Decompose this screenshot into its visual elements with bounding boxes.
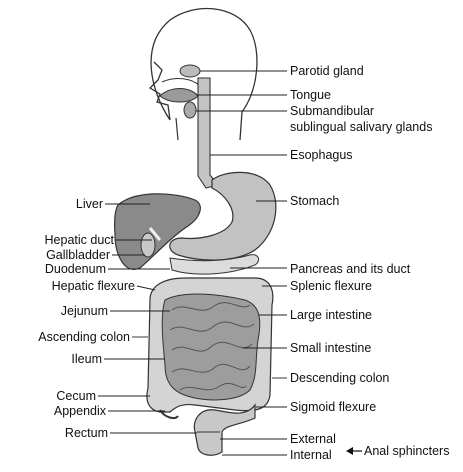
label-hepatic-duct: Hepatic duct <box>44 233 114 247</box>
label-parotid-gland: Parotid gland <box>290 64 364 78</box>
label-external: External <box>290 432 336 446</box>
label-esophagus: Esophagus <box>290 148 353 162</box>
mouth-cavity <box>161 78 201 87</box>
label-ileum: Ileum <box>71 352 102 366</box>
label-gallbladder: Gallbladder <box>46 248 110 262</box>
liver <box>114 193 201 271</box>
label-liver: Liver <box>75 197 103 211</box>
label-submandibular: Submandibular <box>290 104 375 118</box>
label-tongue: Tongue <box>290 88 332 102</box>
label-large-intestine: Large intestine <box>290 308 373 322</box>
gallbladder <box>140 232 156 258</box>
anal-sphincters-arrow-icon <box>346 447 362 455</box>
label-anal-sphincters: Anal sphincters <box>364 444 450 458</box>
appendix <box>159 409 179 419</box>
tongue <box>159 88 199 103</box>
esophagus <box>197 77 219 189</box>
head-outline <box>148 7 258 141</box>
label-internal: Internal <box>290 448 332 462</box>
label-jejunum: Jejunum <box>60 304 108 318</box>
label-rectum: Rectum <box>64 426 108 440</box>
label-sublingual: sublingual salivary glands <box>290 120 433 134</box>
hepatic-duct <box>148 227 162 241</box>
submandibular-gland <box>183 101 197 119</box>
label-descending-colon: Descending colon <box>290 371 390 385</box>
parotid-gland <box>179 64 201 78</box>
label-small-intestine: Small intestine <box>290 341 372 355</box>
label-hepatic-flexure: Hepatic flexure <box>51 279 135 293</box>
label-cecum: Cecum <box>56 389 96 403</box>
label-stomach: Stomach <box>290 194 340 208</box>
small-intestine-loops <box>169 302 255 391</box>
label-appendix: Appendix <box>53 404 106 418</box>
label-pancreas: Pancreas and its duct <box>290 262 411 276</box>
pancreas <box>169 254 260 275</box>
neck-outline <box>175 117 179 141</box>
stomach <box>169 171 277 261</box>
sigmoid-colon <box>193 403 256 456</box>
label-splenic-flexure: Splenic flexure <box>290 279 372 293</box>
label-duodenum: Duodenum <box>44 262 106 276</box>
label-sigmoid-flexure: Sigmoid flexure <box>290 400 377 414</box>
label-ascending-colon: Ascending colon <box>38 330 130 344</box>
leader-lines <box>98 70 287 456</box>
